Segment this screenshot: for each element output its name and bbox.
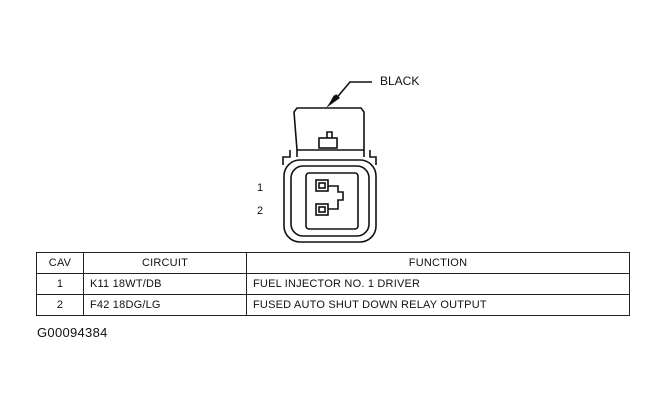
pin-label-1: 1 [257, 182, 264, 194]
circuit-cell: F42 18DG/LG [83, 294, 247, 316]
color-callout-arrow [326, 81, 372, 108]
pin-label-2: 2 [257, 205, 264, 217]
column-header-function: FUNCTION [246, 252, 630, 274]
table-row: 1 K11 18WT/DB FUEL INJECTOR NO. 1 DRIVER [36, 273, 630, 295]
connector-drawing: BLACK [282, 74, 419, 243]
figure-id: G00094384 [37, 325, 108, 340]
function-cell: FUEL INJECTOR NO. 1 DRIVER [246, 273, 630, 295]
function-cell: FUSED AUTO SHUT DOWN RELAY OUTPUT [246, 294, 630, 316]
table-header-row: CAV CIRCUIT FUNCTION [36, 252, 630, 274]
column-header-cav: CAV [36, 252, 84, 274]
table-row: 2 F42 18DG/LG FUSED AUTO SHUT DOWN RELAY… [36, 294, 630, 316]
pinout-table: CAV CIRCUIT FUNCTION 1 K11 18WT/DB FUEL … [36, 252, 630, 316]
cav-cell: 1 [36, 273, 84, 295]
column-header-circuit: CIRCUIT [83, 252, 247, 274]
connector-color-label: BLACK [380, 74, 419, 88]
cav-cell: 2 [36, 294, 84, 316]
connector-body [282, 107, 377, 243]
circuit-cell: K11 18WT/DB [83, 273, 247, 295]
